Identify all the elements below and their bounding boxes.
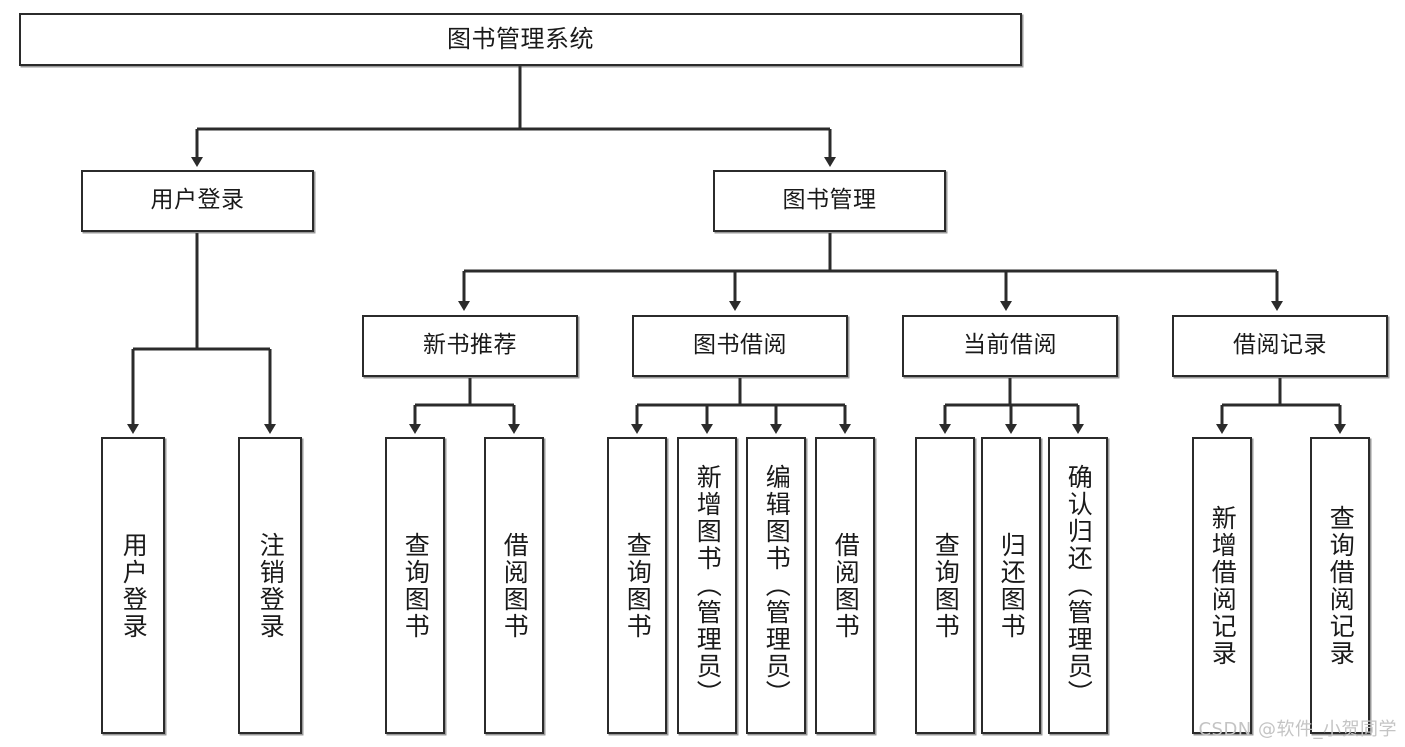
leaf-user-login-logout[interactable]: 注销登录 [238,437,302,734]
node-user-login[interactable]: 用户登录 [81,170,314,232]
node-borrow-record[interactable]: 借阅记录 [1172,315,1388,377]
node-label: 编辑图书（管理员） [762,464,792,707]
node-label: 查询图书 [931,531,961,640]
node-label: 借阅图书 [500,531,530,640]
leaf-book-borrow-borrow-book[interactable]: 借阅图书 [815,437,875,734]
leaf-new-book-borrow-book[interactable]: 借阅图书 [484,437,544,734]
node-label: 新增图书（管理员） [693,464,723,707]
node-label: 查询图书 [623,531,653,640]
leaf-user-login-login[interactable]: 用户登录 [101,437,165,734]
leaf-borrow-record-query-record[interactable]: 查询借阅记录 [1310,437,1370,734]
node-root-book-management-system[interactable]: 图书管理系统 [19,13,1022,66]
node-new-book-recommend[interactable]: 新书推荐 [362,315,578,377]
node-label: 新增借阅记录 [1208,504,1238,667]
node-book-management[interactable]: 图书管理 [713,170,946,232]
leaf-new-book-query-book[interactable]: 查询图书 [385,437,445,734]
leaf-book-borrow-edit-book-admin[interactable]: 编辑图书（管理员） [746,437,806,734]
node-label: 图书管理系统 [447,25,594,54]
node-book-borrow[interactable]: 图书借阅 [632,315,848,377]
leaf-book-borrow-query-book[interactable]: 查询图书 [607,437,667,734]
node-label: 图书借阅 [693,332,787,359]
leaf-current-borrow-query-book[interactable]: 查询图书 [915,437,975,734]
node-label: 查询图书 [401,531,431,640]
node-label: 新书推荐 [423,332,517,359]
watermark-text: CSDN @软件_小贺同学 [1198,719,1397,740]
node-label: 归还图书 [997,531,1027,640]
leaf-borrow-record-add-record[interactable]: 新增借阅记录 [1192,437,1252,734]
node-current-borrow[interactable]: 当前借阅 [902,315,1118,377]
node-label: 用户登录 [119,531,149,640]
leaf-book-borrow-add-book-admin[interactable]: 新增图书（管理员） [677,437,737,734]
node-label: 借阅图书 [831,531,861,640]
node-label: 用户登录 [150,187,245,214]
node-label: 查询借阅记录 [1326,504,1356,667]
node-label: 注销登录 [256,531,286,640]
node-label: 图书管理 [782,187,877,214]
leaf-current-borrow-confirm-return-admin[interactable]: 确认归还（管理员） [1048,437,1108,734]
node-label: 借阅记录 [1233,332,1327,359]
node-label: 当前借阅 [963,332,1057,359]
node-label: 确认归还（管理员） [1064,464,1094,707]
leaf-current-borrow-return-book[interactable]: 归还图书 [981,437,1041,734]
